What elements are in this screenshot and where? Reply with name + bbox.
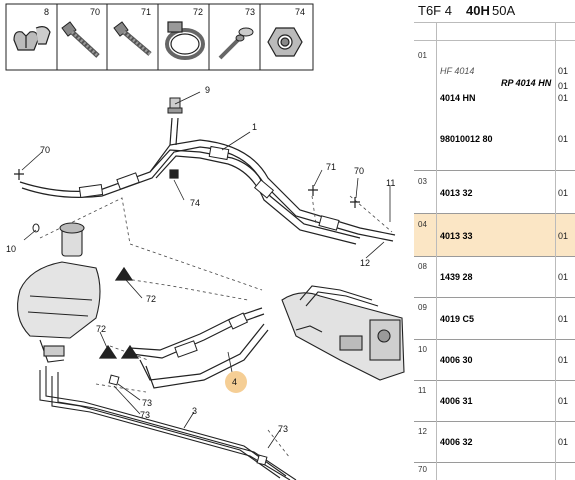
part-qty: 01 — [558, 66, 569, 76]
return-hose — [129, 307, 269, 389]
part-ref: 4013 32 — [440, 188, 473, 198]
callout-number[interactable]: 73 — [142, 398, 152, 408]
pin-clip-icon — [218, 27, 254, 60]
model-prefix: T6F 4 — [418, 3, 452, 18]
fastener-marker — [14, 169, 360, 359]
part-qty: 01 — [558, 396, 569, 406]
callout-number[interactable]: 72 — [146, 294, 156, 304]
hose-sleeve — [174, 312, 249, 358]
thumbnail-number: 71 — [141, 7, 151, 17]
model-header: T6F 4 40H 50A — [414, 0, 575, 23]
part-ref: RP 4014 HN — [501, 78, 552, 88]
column-divider — [555, 22, 556, 480]
row-index: 03 — [418, 177, 427, 186]
part-row[interactable]: 70 — [414, 463, 575, 480]
callout-number[interactable]: 74 — [190, 198, 200, 208]
thumbnail-number: 70 — [90, 7, 100, 17]
column-divider — [436, 22, 437, 480]
part-qty: 01 — [558, 437, 569, 447]
part-qty: 01 — [558, 81, 569, 91]
part-row-selected[interactable]: 04 4013 33 01 — [414, 214, 575, 257]
part-row[interactable]: 12 4006 32 01 — [414, 422, 575, 463]
selected-callout-highlight — [225, 371, 247, 393]
callout-number[interactable]: 1 — [252, 122, 257, 132]
row-index: 70 — [418, 465, 427, 474]
model-bold: 40H — [466, 3, 490, 18]
part-qty: 01 — [558, 272, 569, 282]
part-row[interactable]: 09 4019 C5 01 — [414, 298, 575, 340]
part-qty: 01 — [558, 355, 569, 365]
part-qty: 01 — [558, 231, 569, 241]
thumbnail-number: 73 — [245, 7, 255, 17]
hose-clamp-icon — [165, 21, 205, 60]
part-qty: 01 — [558, 93, 569, 103]
callout-number[interactable]: 9 — [205, 85, 210, 95]
part-ref: 4006 30 — [440, 355, 473, 365]
row-index: 10 — [418, 345, 427, 354]
banjo-fitting — [167, 97, 183, 114]
part-ref: 4019 C5 — [440, 314, 475, 324]
part-row[interactable]: 08 1439 28 01 — [414, 257, 575, 298]
part-row[interactable]: 01 HF 4014 RP 4014 HN 4014 HN 98010012 8… — [414, 41, 575, 171]
callout-number[interactable]: 71 — [326, 162, 336, 172]
part-ref: 4006 32 — [440, 437, 473, 447]
part-qty: 01 — [558, 188, 569, 198]
row-index: 12 — [418, 427, 427, 436]
part-ref: 98010012 80 — [440, 134, 493, 144]
callout-number[interactable]: 3 — [192, 406, 197, 416]
part-row[interactable]: 11 4006 31 01 — [414, 381, 575, 422]
row-index: 09 — [418, 303, 427, 312]
callout-number[interactable]: 70 — [40, 145, 50, 155]
screw-icon — [113, 21, 152, 56]
hose-sleeve — [78, 145, 340, 231]
part-ref: 4013 33 — [440, 231, 473, 241]
clip-icon — [13, 26, 51, 51]
row-index: 04 — [418, 220, 427, 229]
thumbnail-number: 72 — [193, 7, 203, 17]
part-row[interactable]: 10 4006 30 01 — [414, 340, 575, 381]
row-index: 11 — [418, 386, 427, 395]
thumbnail-number: 74 — [295, 7, 305, 17]
pressure-pipe — [19, 117, 396, 245]
callout-number[interactable]: 73 — [140, 410, 150, 420]
part-ref: 1439 28 — [440, 272, 473, 282]
callout-number[interactable]: 10 — [6, 244, 16, 254]
thumbnail-number: 8 — [44, 7, 49, 17]
thumbnail-strip — [5, 3, 314, 71]
part-row[interactable]: 03 4013 32 01 — [414, 171, 575, 214]
parts-diagram: 8 70 71 72 73 74 — [5, 3, 405, 480]
part-qty: 01 — [558, 134, 569, 144]
model-suffix: 50A — [492, 3, 516, 18]
callout-leaders — [21, 91, 391, 449]
bolt-icon — [61, 21, 100, 58]
row-index: 01 — [418, 51, 427, 60]
steering-rack — [281, 285, 405, 381]
callout-number[interactable]: 11 — [386, 178, 395, 188]
fluid-reservoir — [17, 222, 101, 363]
callout-number[interactable]: 70 — [354, 166, 364, 176]
part-ref: 4014 HN — [440, 93, 476, 103]
part-qty: 01 — [558, 314, 569, 324]
row-index: 08 — [418, 262, 427, 271]
hex-nut-icon — [267, 27, 303, 57]
clamp-marker — [32, 223, 268, 466]
parts-list-panel: T6F 4 40H 50A 01 HF 4014 RP 4014 HN 4014… — [414, 0, 575, 480]
callout-number[interactable]: 12 — [360, 258, 370, 268]
callout-number[interactable]: 72 — [96, 324, 106, 334]
callout-number[interactable]: 4 — [232, 377, 237, 387]
part-ref: HF 4014 — [440, 66, 475, 76]
callout-number[interactable]: 73 — [278, 424, 288, 434]
header-separator — [414, 40, 575, 41]
part-ref: 4006 31 — [440, 396, 473, 406]
